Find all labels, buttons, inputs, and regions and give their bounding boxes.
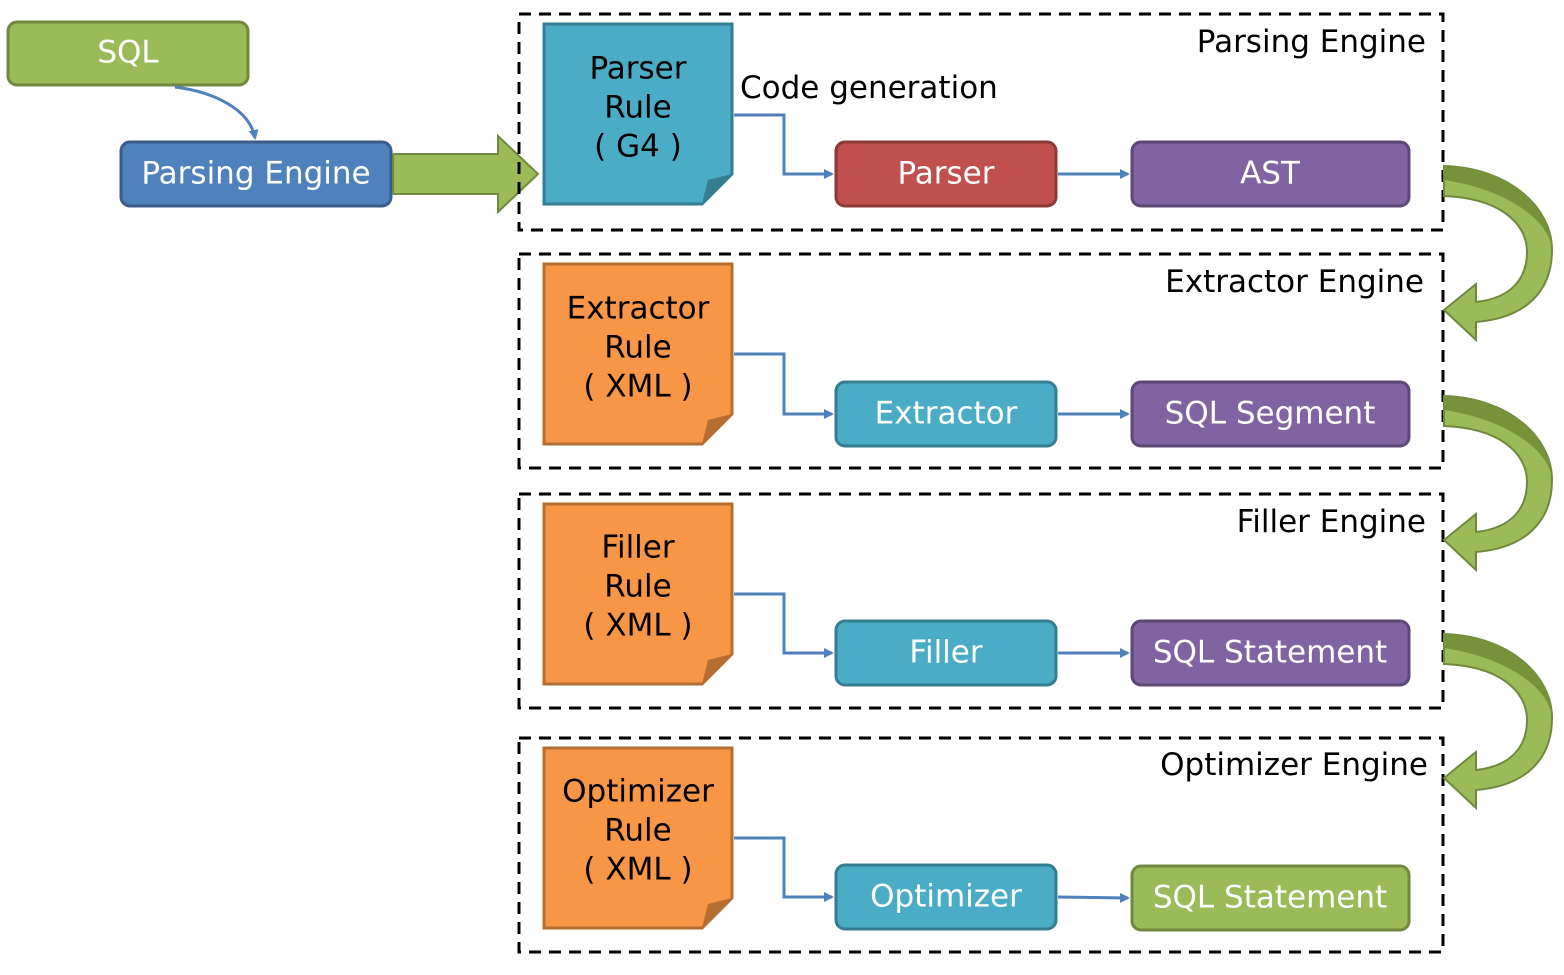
sql-statement-label-filler: SQL Statement	[1153, 635, 1387, 671]
section-title-parsing: Parsing Engine	[1197, 24, 1426, 60]
sql-segment-label: SQL Segment	[1165, 396, 1376, 432]
optimizer-label: Optimizer	[870, 879, 1022, 915]
entry-flow-arrow	[392, 133, 540, 215]
extractor-rule-line2: Rule	[604, 330, 671, 366]
sql-statement-label-optimizer: SQL Statement	[1153, 880, 1387, 916]
sql-statement-node-filler: SQL Statement	[1130, 619, 1411, 687]
extractor-label: Extractor	[875, 396, 1018, 432]
code-generation-label: Code generation	[740, 70, 998, 106]
sql-segment-node: SQL Segment	[1130, 380, 1411, 448]
parser-node: Parser	[834, 140, 1058, 208]
filler-rule-line3: ( XML )	[583, 608, 692, 644]
section-box-optimizer	[517, 736, 1445, 954]
sql-statement-node-optimizer: SQL Statement	[1130, 864, 1411, 932]
section-box-parsing	[517, 12, 1445, 232]
sql-to-engine-connector	[174, 85, 259, 140]
entry-parsing-engine-label: Parsing Engine	[141, 156, 370, 192]
parser-rule-connector	[734, 113, 834, 179]
filler-rule-note: Filler Rule ( XML )	[542, 502, 734, 686]
entry-parsing-engine-node: Parsing Engine	[119, 140, 393, 208]
section-transition-arrow-3	[1442, 632, 1554, 811]
filler-rule-line2: Rule	[604, 569, 671, 605]
section-title-optimizer: Optimizer Engine	[1160, 747, 1428, 783]
sql-source-node: SQL	[6, 20, 250, 87]
filler-rule-connector	[734, 592, 834, 658]
section-title-extractor: Extractor Engine	[1165, 264, 1424, 300]
optimizer-rule-line2: Rule	[604, 813, 671, 849]
section-transition-arrow-1	[1442, 164, 1554, 343]
optimizer-to-statement-connector	[1057, 892, 1130, 903]
sql-source-label: SQL	[97, 35, 159, 71]
parser-rule-line2: Rule	[604, 90, 671, 126]
section-title-filler: Filler Engine	[1237, 504, 1426, 540]
filler-label: Filler	[909, 635, 982, 671]
extractor-rule-line3: ( XML )	[583, 369, 692, 405]
section-box-filler	[517, 492, 1445, 710]
ast-node: AST	[1130, 140, 1411, 208]
filler-rule-line1: Filler	[601, 530, 674, 566]
parser-rule-line3: ( G4 )	[594, 129, 682, 165]
filler-node: Filler	[834, 619, 1058, 687]
extractor-node: Extractor	[834, 380, 1058, 448]
parser-label: Parser	[897, 156, 994, 192]
section-transition-arrow-2	[1442, 394, 1554, 573]
parser-rule-line1: Parser	[589, 51, 686, 87]
optimizer-rule-line1: Optimizer	[562, 774, 714, 810]
optimizer-rule-connector	[734, 836, 834, 902]
parser-rule-note: Parser Rule ( G4 )	[542, 22, 734, 206]
optimizer-node: Optimizer	[834, 863, 1058, 931]
optimizer-rule-line3: ( XML )	[583, 852, 692, 888]
optimizer-rule-note: Optimizer Rule ( XML )	[542, 746, 734, 930]
extractor-rule-line1: Extractor	[567, 291, 710, 327]
extractor-rule-note: Extractor Rule ( XML )	[542, 262, 734, 446]
section-box-extractor	[517, 252, 1445, 470]
extractor-rule-connector	[734, 352, 834, 419]
ast-label: AST	[1240, 156, 1301, 192]
